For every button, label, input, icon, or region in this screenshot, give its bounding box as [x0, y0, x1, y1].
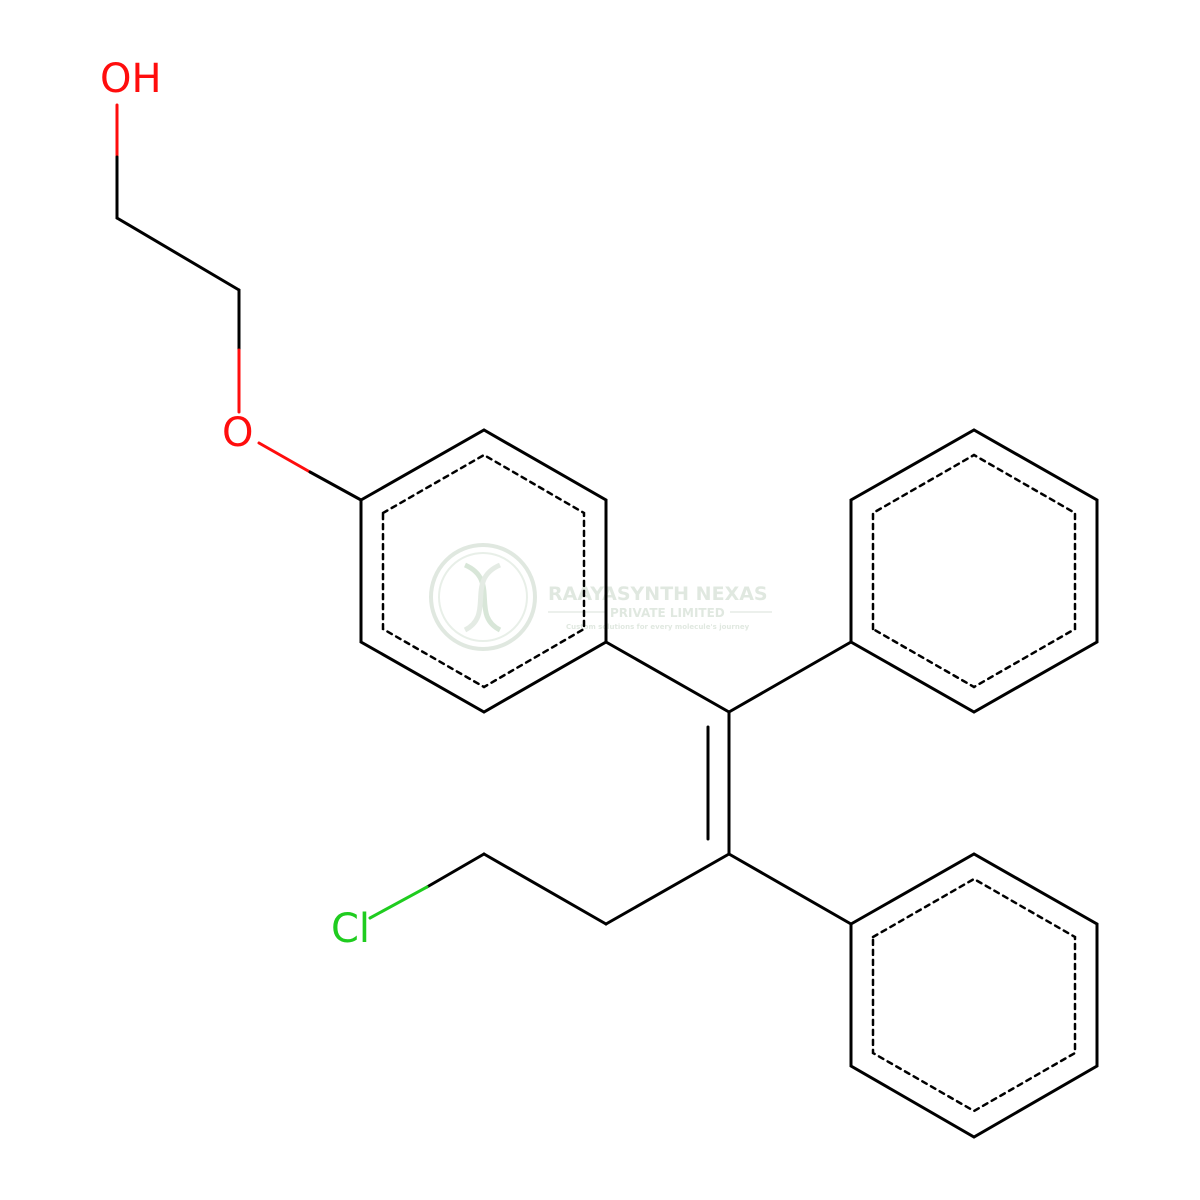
- bond-o-ring: [308, 470, 363, 502]
- bond-ch2-cl: [425, 852, 486, 889]
- bond-c1-c2: [115, 216, 241, 292]
- atom-labels: OH O Cl: [100, 56, 370, 952]
- atom-label-oh: OH: [100, 56, 162, 102]
- ring-3-outer: [849, 852, 1099, 1139]
- bond-ch2-ch2: [482, 852, 608, 926]
- watermark-tagline: Custom solutions for every molecule's jo…: [566, 623, 750, 631]
- ring-3-inner: [871, 877, 1077, 1113]
- bond-o-ring-red: [257, 441, 312, 474]
- watermark-company: RAAYASYNTH NEXAS: [548, 583, 768, 605]
- ring-1-inner: [381, 453, 586, 689]
- bond-ch2-cl-green: [368, 885, 429, 920]
- bond-ring1-calkene: [604, 640, 731, 714]
- atom-label-ether-o: O: [222, 410, 253, 456]
- bond-calkene2-ring3: [727, 852, 853, 926]
- watermark: RAAYASYNTH NEXAS PRIVATE LIMITED Custom …: [429, 543, 772, 651]
- atom-label-cl: Cl: [331, 906, 370, 952]
- ring-1-outer: [359, 428, 608, 714]
- bond-calkene2-ch2: [604, 852, 731, 926]
- bond-calkene-ring2: [727, 640, 853, 714]
- ring-2-outer: [849, 428, 1099, 714]
- bonds: [115, 103, 1099, 1139]
- watermark-logo: [429, 543, 537, 651]
- watermark-subtitle: PRIVATE LIMITED: [610, 606, 725, 620]
- ring-2-inner: [871, 453, 1077, 689]
